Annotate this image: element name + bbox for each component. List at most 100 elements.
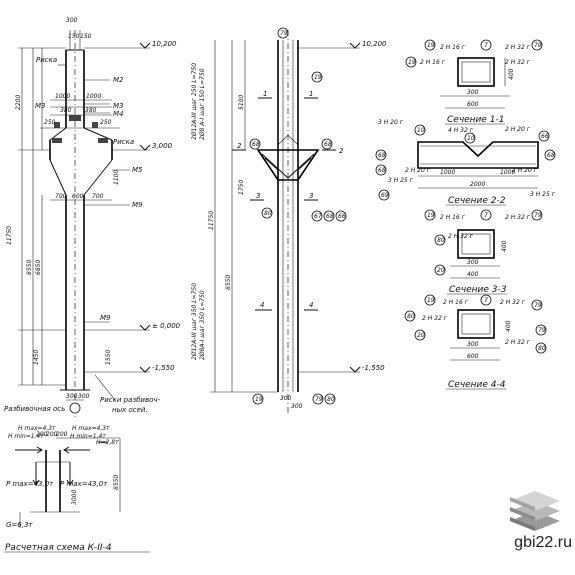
calc-p-right: P max=43,0т [60, 480, 108, 488]
riska-top-label: Риска [36, 56, 57, 64]
vdim-2200: 2200 [15, 95, 22, 110]
s2-label-e: 3 Н 25 г [530, 191, 556, 198]
elev-bottom: -1,550 [152, 364, 175, 372]
dim-700b: 700 [92, 193, 104, 200]
s4-circle-20: 20 [417, 332, 425, 339]
top-dim-150a: 150 [68, 33, 80, 40]
calc-dim-200c: 200 [56, 431, 68, 438]
s4-dim-300: 300 [467, 341, 479, 348]
sec-mark-4-left: 4 [260, 301, 264, 309]
vdim-1100a: 1100 [113, 170, 120, 185]
s4-dim-600: 600 [467, 353, 479, 360]
elev-top: 10,200 [152, 40, 177, 48]
riska-mid-label: Риска [113, 138, 134, 146]
mark-m3-left: М3 [35, 102, 46, 110]
mid-circle-19: 19 [314, 74, 322, 81]
mid-elev-bottom: -1,550 [362, 364, 385, 372]
mid-circle-66: 66 [338, 213, 346, 220]
dim-380a: 380 [60, 107, 72, 114]
s4-circle-19: 19 [427, 297, 435, 304]
mid-elev-top: 10,200 [362, 40, 387, 48]
calc-load-5: H=2,8т [96, 439, 119, 446]
dim-380b: 380 [85, 107, 97, 114]
section-2-2: 10 10 66 68 69 68 68 3 Н 20 г 4 Н 32 г 2… [375, 119, 556, 206]
mid-bottom-dim-b: 300 [291, 403, 303, 410]
mid-circle-79-bottom: 79 [315, 396, 323, 403]
s3-dim-300: 300 [467, 259, 479, 266]
m9-lower-label: М9 [100, 314, 111, 322]
mid-vdim-11750: 11750 [208, 211, 215, 230]
mark-m3-right: М3 [113, 102, 124, 110]
mid-vdim-8550: 8550 [225, 275, 232, 290]
mid-bottom-dim-a: 300 [280, 395, 292, 402]
s4-circle-80b: 80 [538, 345, 546, 352]
s2-circle-10a: 10 [417, 127, 425, 134]
calc-vdim-8550: 8550 [113, 475, 120, 490]
vdim-6850: 6850 [35, 260, 42, 275]
dim-250b: 250 [100, 119, 112, 126]
s2-circle-69: 69 [381, 192, 389, 199]
s2-dim-2000: 2000 [470, 181, 485, 188]
elev-zero: ± 0,000 [152, 322, 181, 330]
calc-load-4: H min=1,4т [70, 433, 106, 440]
mid-circle-68c: 68 [326, 213, 334, 220]
vdim-1550: 1550 [105, 350, 112, 365]
left-elevation-view: 300 150 150 10,200 Риска М2 1000 1000 М3… [4, 17, 181, 420]
s1-circle-19b: 19 [408, 59, 416, 66]
calc-p-left: P max=43,0т [6, 480, 54, 488]
s2-circle-66: 66 [541, 133, 549, 140]
s3-label-b: 2 Н 32 г [505, 214, 531, 221]
s3-dim-400: 400 [467, 271, 479, 278]
s1-label-c: 2 Н 32 г [505, 59, 531, 66]
calc-g: G=6,3т [6, 521, 33, 529]
mid-circle-80: 80 [264, 210, 272, 217]
s4-circle-79b: 79 [538, 327, 546, 334]
s4-label-d: 2 Н 32 г [505, 339, 531, 346]
axis-label: Разбивочная ось [4, 405, 65, 413]
marks-label-2: ных осей. [112, 406, 148, 414]
dim-250a: 250 [44, 119, 56, 126]
sec-mark-2-right: 2 [339, 147, 344, 155]
bottom-dim-b: 300 [78, 393, 90, 400]
vdim-11750: 11750 [6, 226, 13, 245]
s2-label-g: 2 Н 20 г [512, 167, 538, 174]
mid-circle-19-bottom: 19 [255, 396, 263, 403]
calc-dim-200a: 200 [36, 431, 48, 438]
s2-circle-10b: 10 [467, 135, 475, 142]
elev-mid: 3,000 [152, 142, 173, 150]
mid-circle-68a: 68 [252, 141, 260, 148]
s4-label-a: 2 Н 16 г [443, 299, 469, 306]
sec-mark-1-right: 1 [309, 90, 313, 98]
s3-dim-400v: 400 [501, 240, 508, 252]
s4-circle-80: 80 [407, 313, 415, 320]
s1-circle-19: 19 [427, 42, 435, 49]
s3-label-a: 2 Н 16 г [440, 214, 466, 221]
sec-mark-4-right: 4 [309, 301, 313, 309]
mark-m4: М4 [113, 110, 124, 118]
mid-circle-67: 67 [314, 213, 322, 220]
middle-reinforcement-view: 79 19 68 68 67 68 66 80 19 79 80 1 1 2 2… [191, 27, 387, 415]
top-dim-300: 300 [66, 17, 78, 24]
s2-dim-1000b: 1000 [500, 169, 515, 176]
sec-mark-3-left: 3 [256, 192, 260, 200]
mark-m5: М5 [132, 166, 143, 174]
s2-dim-1000a: 1000 [440, 169, 455, 176]
calc-load-3: H max=4,3т [72, 425, 110, 432]
calc-load-1: H max=4,3т [18, 425, 56, 432]
top-dim-150b: 150 [80, 33, 92, 40]
s4-title: Сечение 4-4 [448, 380, 506, 390]
sec-mark-3-right: 3 [309, 192, 313, 200]
s2-label-c: 2 Н 20 г [505, 126, 531, 133]
s4-label-c: 2 Н 32 г [422, 315, 448, 322]
dim-1000a: 1000 [55, 93, 70, 100]
calc-title: Расчетная схема К-II-4 [5, 543, 112, 553]
s2-label-f: 2 Н 20 г [405, 167, 431, 174]
s2-label-d: 3 Н 25 г [388, 177, 414, 184]
s1-circle-7: 7 [484, 42, 488, 49]
dim-1000b: 1000 [86, 93, 101, 100]
rebar-text-1: 2Ø12А-III шаг 250 L=750 [191, 63, 198, 140]
s4-label-b: 2 Н 32 г [500, 299, 526, 306]
vdim-1450: 1450 [33, 350, 40, 365]
rebar-text-2: 2Ø8 А-I шаг 150 L=750 [199, 68, 206, 140]
s1-circle-79: 79 [534, 42, 542, 49]
